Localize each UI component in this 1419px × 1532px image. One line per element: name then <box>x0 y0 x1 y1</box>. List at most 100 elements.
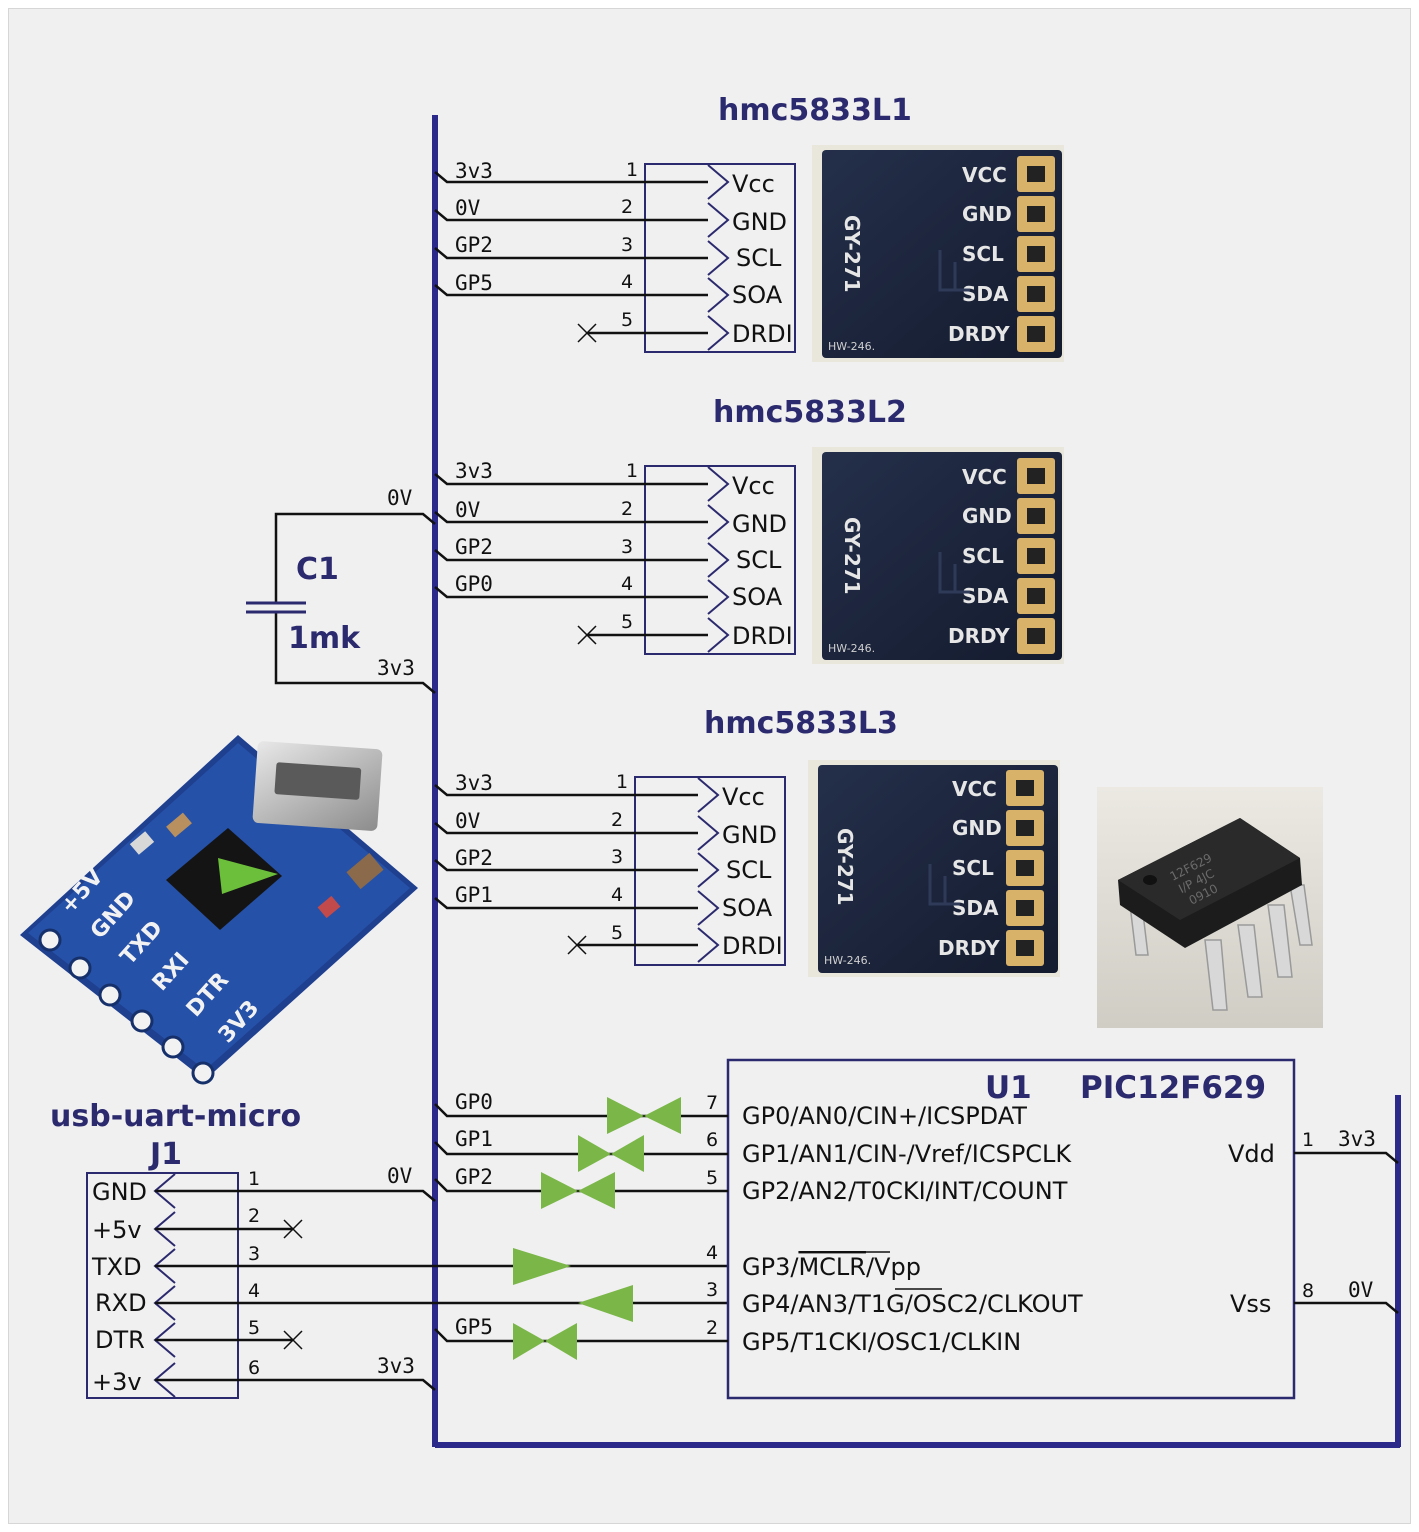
sensor-title: hmc5833L1 <box>718 93 912 128</box>
pin-number: 4 <box>621 271 633 293</box>
pin-name: RXD <box>95 1289 147 1317</box>
sensor-pin-row: GP0 4 SOA <box>434 572 783 615</box>
mcu-pin-row: GP2 5 GP2/AN2/T0CKI/INT/COUNT <box>434 1165 1068 1205</box>
net-label: 0V <box>387 1164 413 1188</box>
connector-title: usb-uart-micro <box>50 1099 301 1134</box>
net-label: GP2 <box>455 233 493 257</box>
silk-label: SCL <box>962 242 1004 266</box>
mcu-u1: U1 PIC12F629 GP0 7 GP0/AN0/CIN+/ICSPDAT … <box>434 1058 1399 1400</box>
pin-name: SOA <box>732 281 783 309</box>
sensor-block-3: hmc5833L3 3v3 1 Vcc 0V 2 GND GP2 3 SCL G… <box>434 706 1060 977</box>
silk-code: HW-246. <box>824 954 871 967</box>
sensor-pin-row: 0V 2 GND <box>434 498 787 540</box>
net-label: 0V <box>387 486 413 510</box>
module-photo: VCC GND SCL SDA DRDY GY-271 HW-246. <box>812 145 1064 362</box>
mcu-pin-row: GP1 6 GP1/AN1/CIN-/Vref/ICSPCLK <box>434 1127 1072 1168</box>
net-label: GP5 <box>455 271 493 295</box>
mcu-pin-row: 4 GP3/MCLR/Vpp <box>706 1242 921 1281</box>
capacitor-ref: C1 <box>296 552 339 587</box>
sensor-pin-row: GP2 3 SCL <box>434 846 772 888</box>
bidirectional-arrow-icon <box>541 1172 615 1209</box>
net-label: 0V <box>1348 1278 1374 1302</box>
no-connect-mark <box>577 323 597 343</box>
pin-number: 5 <box>621 611 633 633</box>
sensor-pin-row: 3v3 1 Vcc <box>434 159 775 200</box>
connector-pin-row: GND 1 0V <box>92 1164 436 1209</box>
pin-number: 3 <box>621 536 633 558</box>
capacitor-value: 1mk <box>288 621 361 656</box>
no-connect-mark <box>577 625 597 645</box>
net-label: 3v3 <box>1338 1127 1376 1151</box>
connector-pin-row: TXD 3 <box>91 1243 728 1284</box>
pin-number: 1 <box>626 159 638 181</box>
silk-label: DRDY <box>948 624 1010 648</box>
sensor-pin-row: 0V 2 GND <box>434 809 777 851</box>
pin-name: GP2/AN2/T0CKI/INT/COUNT <box>742 1177 1068 1205</box>
pin-number: 6 <box>706 1129 718 1151</box>
net-label: 0V <box>455 809 481 833</box>
net-label: GP0 <box>455 1090 493 1114</box>
silk-label: GND <box>962 202 1012 226</box>
sensor-pin-row: GP2 3 SCL <box>434 233 782 276</box>
pin-name: TXD <box>91 1253 142 1281</box>
silk-model: GY-271 <box>840 517 864 595</box>
pin-number: 5 <box>248 1317 260 1339</box>
connector-pin-row: +3v 6 3v3 <box>92 1354 436 1398</box>
pin-number: 2 <box>621 196 633 218</box>
pin-number: 3 <box>248 1243 260 1265</box>
pin-name: DRDI <box>732 622 793 650</box>
mcu-pin-row: 1 3v3 Vdd <box>1228 1127 1399 1168</box>
pin-name: DRDI <box>732 320 793 348</box>
net-label: 0V <box>455 196 481 220</box>
pin-number: 4 <box>621 573 633 595</box>
pin-name: SCL <box>736 546 782 574</box>
pin-name: DTR <box>95 1326 145 1354</box>
signal-direction-arrows <box>513 1097 681 1360</box>
sensor-pin-row: 3v3 1 Vcc <box>434 459 775 502</box>
no-connect-mark <box>567 935 587 955</box>
pin-name: +5v <box>92 1216 142 1244</box>
pin-name: GP5/T1CKI/OSC1/CLKIN <box>742 1328 1021 1356</box>
pin-number: 7 <box>706 1092 718 1114</box>
sensor-pin-row: GP2 3 SCL <box>434 535 782 578</box>
net-label: GP0 <box>455 572 493 596</box>
net-label: GP5 <box>455 1315 493 1339</box>
pin-name: GP3/MCLR/Vpp <box>742 1253 921 1281</box>
chip-photo: 12F629 I/P 4JC 0910 <box>1097 787 1323 1028</box>
module-photo: VCC GND SCL SDA DRDY GY-271 HW-246. <box>808 760 1060 977</box>
sensor-pin-row: GP1 4 SOA <box>434 883 773 926</box>
pin-name: Vss <box>1230 1290 1271 1318</box>
net-label: 3v3 <box>377 656 415 680</box>
silk-label: SDA <box>962 584 1009 608</box>
mcu-pin-row: 8 0V Vss <box>1230 1278 1399 1318</box>
silk-label: SCL <box>962 544 1004 568</box>
mcu-pin-row: 3 GP4/AN3/T1G/OSC2/CLKOUT <box>706 1279 1083 1318</box>
net-label: 3v3 <box>455 159 493 183</box>
silk-model: GY-271 <box>840 215 864 293</box>
connector-pin-row: RXD 4 <box>95 1280 728 1321</box>
pin-name: Vcc <box>732 170 775 198</box>
pin-name: Vcc <box>722 783 765 811</box>
bidirectional-arrow-icon <box>607 1097 681 1134</box>
silk-label: GND <box>962 504 1012 528</box>
silk-label: VCC <box>952 777 997 801</box>
pin-number: 8 <box>1302 1280 1314 1302</box>
pin-name: GND <box>92 1178 147 1206</box>
pin-number: 4 <box>248 1280 260 1302</box>
sensor-title: hmc5833L3 <box>704 706 898 741</box>
sensor-pin-row: 5 DRDI <box>577 309 793 351</box>
pin-number: 3 <box>611 846 623 868</box>
bidirectional-arrow-icon <box>513 1323 577 1360</box>
mcu-pin-row: GP5 2 GP5/T1CKI/OSC1/CLKIN <box>434 1315 1021 1356</box>
connector-ref: J1 <box>148 1137 182 1172</box>
silk-label: DRDY <box>948 322 1010 346</box>
mcu-part: PIC12F629 <box>1080 1070 1266 1106</box>
net-label: GP1 <box>455 883 493 907</box>
usb-uart-board-photo: +5V GND TXD RXI DTR 3V3 <box>20 735 418 1085</box>
pin-name: Vcc <box>732 472 775 500</box>
pin-number: 5 <box>621 309 633 331</box>
arrow-right-icon <box>513 1248 571 1285</box>
arrow-left-icon <box>578 1285 633 1322</box>
net-label: 3v3 <box>455 771 493 795</box>
pin-name: GP0/AN0/CIN+/ICSPDAT <box>742 1102 1027 1130</box>
